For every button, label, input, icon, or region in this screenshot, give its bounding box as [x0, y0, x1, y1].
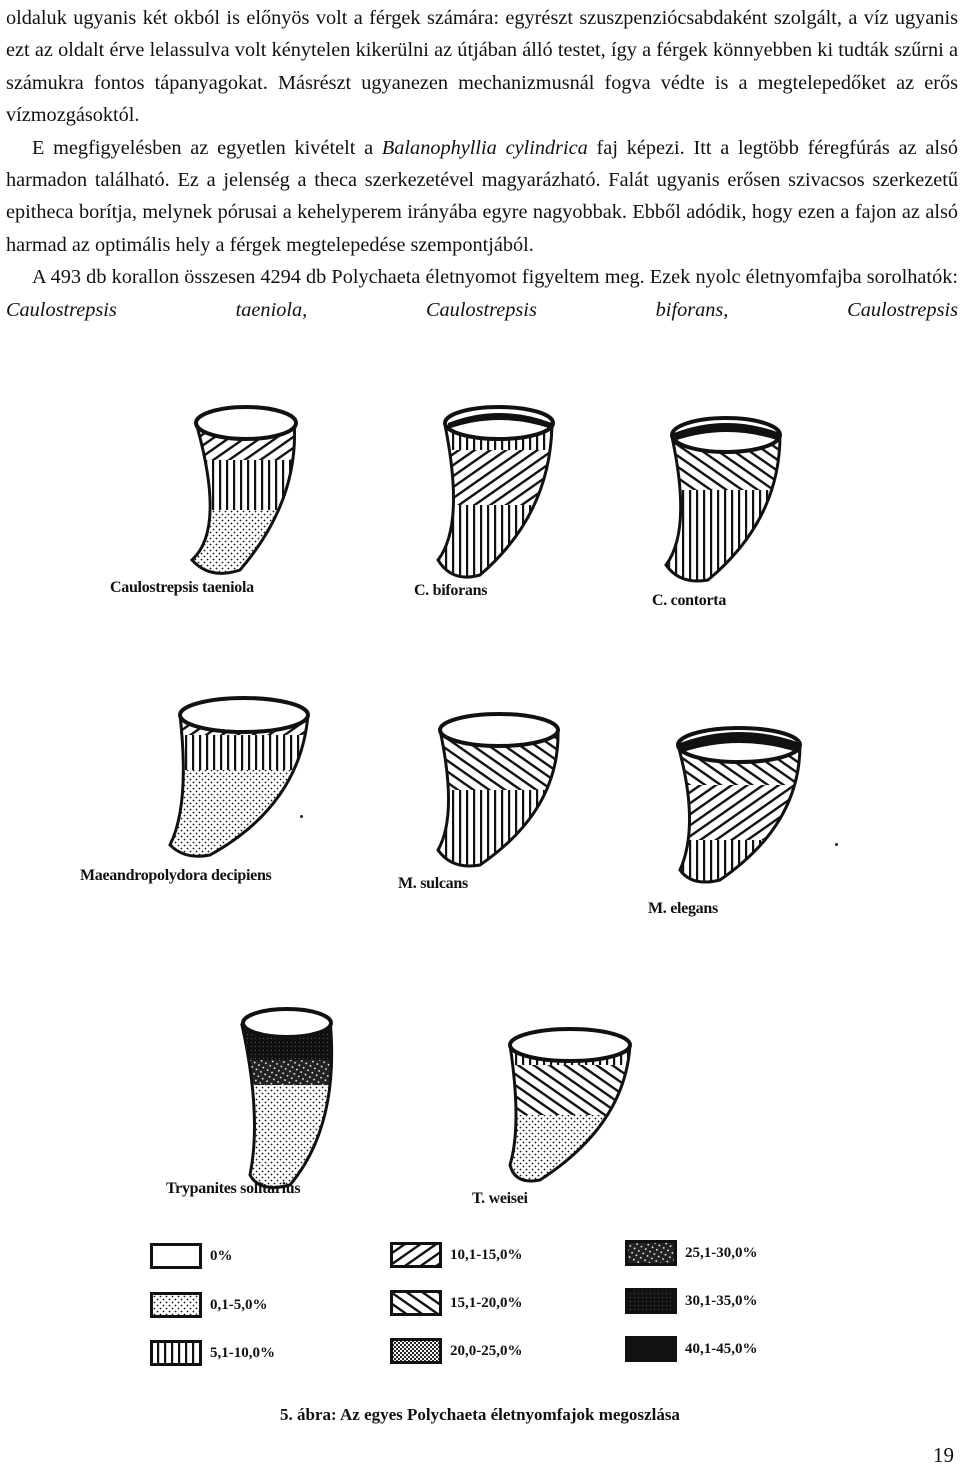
figure-caption: 5. ábra: Az egyes Polychaeta életnyomfaj…	[280, 1405, 680, 1424]
coral-m-elegans	[640, 705, 810, 905]
legend-label: 10,1-15,0%	[450, 1246, 523, 1263]
legend-label: 40,1-45,0%	[685, 1340, 758, 1357]
legend-item: 10,1-15,0%	[390, 1242, 523, 1268]
legend-label: 0%	[210, 1247, 233, 1264]
paragraph-2: E megfigyelésben az egyetlen kivételt a …	[6, 132, 958, 262]
coral-caulostrepsis-taeniola	[170, 390, 310, 590]
coral-c-contorta	[640, 395, 790, 595]
stray-mark	[835, 843, 838, 846]
legend-item: 25,1-30,0%	[625, 1240, 758, 1266]
coral-trypanites-solitarius	[210, 1005, 360, 1205]
coral-label: C. contorta	[652, 592, 727, 609]
paragraph-2-end: faj képezi. Itt a legtöbb féregfúrás az …	[6, 136, 958, 256]
coral-maeandropolydora-decipiens	[150, 685, 320, 885]
legend-label: 20,0-25,0%	[450, 1342, 523, 1359]
legend-item: 30,1-35,0%	[625, 1288, 758, 1314]
legend-item: 20,0-25,0%	[390, 1338, 523, 1364]
legend-label: 25,1-30,0%	[685, 1244, 758, 1261]
coral-label: C. biforans	[414, 582, 488, 599]
body-text: oldaluk ugyanis két okból is előnyös vol…	[6, 2, 958, 326]
species-name: Balanophyllia cylindrica	[381, 136, 588, 159]
paragraph-1: oldaluk ugyanis két okból is előnyös vol…	[6, 7, 958, 127]
coral-label: Maeandropolydora decipiens	[80, 867, 272, 884]
coral-label: M. elegans	[648, 900, 718, 917]
legend-label: 30,1-35,0%	[685, 1292, 758, 1309]
coral-c-biforans	[410, 395, 560, 595]
coral-label: Trypanites solitarius	[166, 1180, 301, 1197]
legend-item: 40,1-45,0%	[625, 1336, 758, 1362]
legend-item: 0%	[150, 1243, 233, 1269]
coral-label: T. weisei	[472, 1190, 528, 1207]
species-list: Caulostrepsis taeniola, Caulostrepsis bi…	[6, 298, 958, 321]
stray-mark	[300, 815, 303, 818]
paragraph-2-start: E megfigyelésben az egyetlen kivételt a	[32, 136, 382, 159]
coral-label: M. sulcans	[398, 875, 468, 892]
trace-fossil-distribution-figure: Caulostrepsis taeniola C. biforans	[0, 370, 960, 1410]
coral-t-weisei	[480, 1015, 650, 1205]
page-number: 19	[933, 1443, 954, 1467]
paragraph-3-start: A 493 db korallon összesen 4294 db Polyc…	[32, 266, 958, 289]
coral-m-sulcans	[410, 700, 570, 890]
legend-item: 0,1-5,0%	[150, 1292, 268, 1318]
legend-label: 0,1-5,0%	[210, 1296, 268, 1313]
legend-item: 15,1-20,0%	[390, 1290, 523, 1316]
paragraph-3: A 493 db korallon összesen 4294 db Polyc…	[6, 261, 958, 326]
legend-label: 5,1-10,0%	[210, 1344, 275, 1361]
legend-label: 15,1-20,0%	[450, 1294, 523, 1311]
legend-item: 5,1-10,0%	[150, 1340, 275, 1366]
coral-label: Caulostrepsis taeniola	[110, 579, 254, 596]
